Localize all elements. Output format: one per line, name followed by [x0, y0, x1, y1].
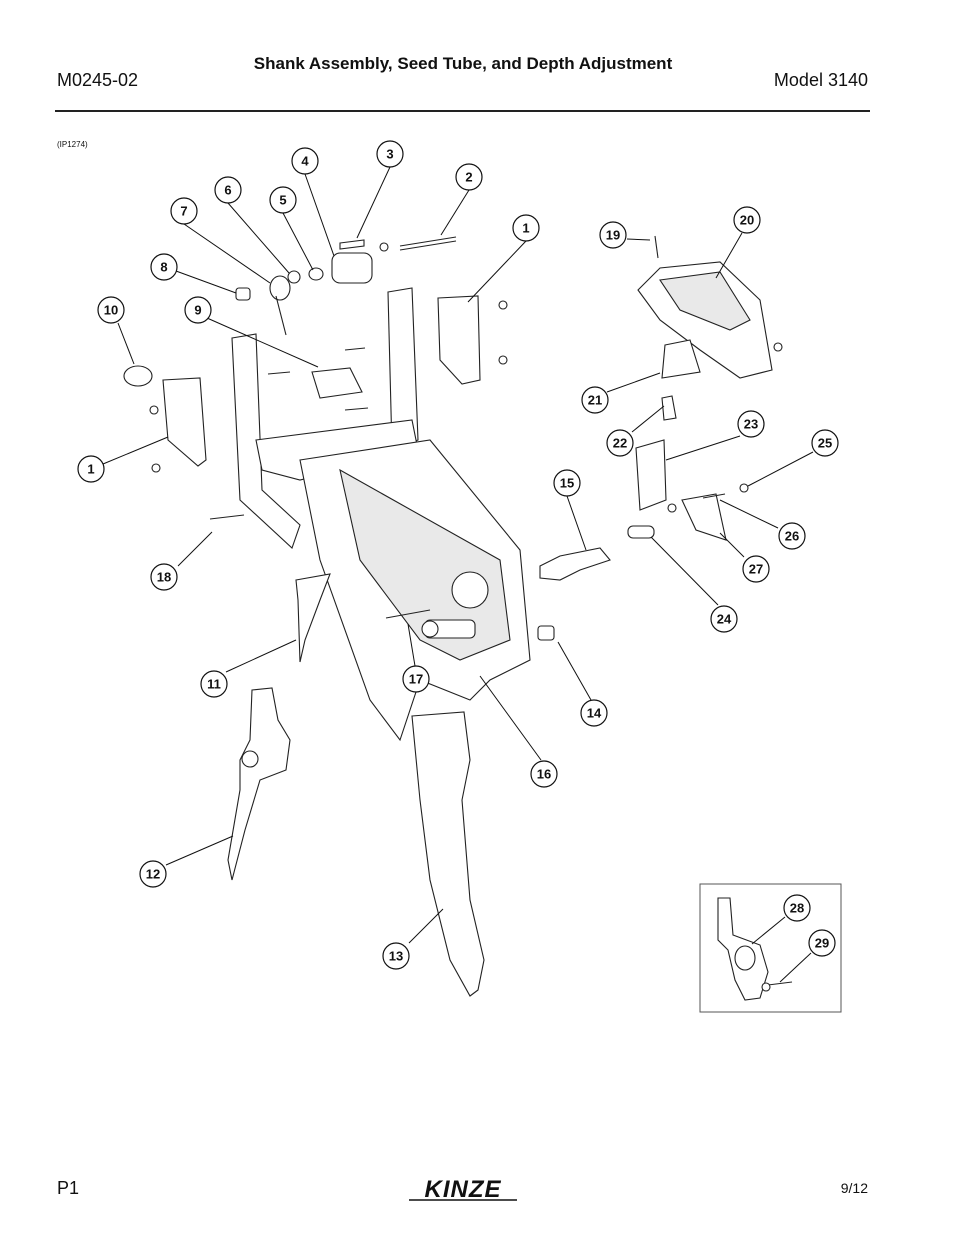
- svg-text:26: 26: [785, 529, 799, 544]
- callout-29: 29: [808, 929, 836, 957]
- model-label: Model 3140: [773, 70, 868, 90]
- svg-text:2: 2: [465, 170, 472, 185]
- callout-7: 7: [170, 197, 198, 225]
- svg-text:15: 15: [560, 476, 574, 491]
- svg-text:1: 1: [522, 221, 529, 236]
- svg-text:12: 12: [146, 867, 160, 882]
- svg-text:5: 5: [279, 193, 286, 208]
- svg-text:8: 8: [160, 260, 167, 275]
- svg-text:28: 28: [790, 901, 804, 916]
- callout-1b: 1: [77, 455, 105, 483]
- revision-date: 9/12: [840, 1180, 868, 1196]
- page-title: Shank Assembly, Seed Tube, and Depth Adj…: [253, 54, 673, 73]
- svg-text:7: 7: [180, 204, 187, 219]
- svg-text:6: 6: [224, 183, 231, 198]
- callout-25: 25: [811, 429, 839, 457]
- svg-text:29: 29: [815, 936, 829, 951]
- callout-15: 15: [553, 469, 581, 497]
- svg-text:20: 20: [740, 213, 754, 228]
- callout-27: 27: [742, 555, 770, 583]
- inset-detail: [699, 883, 842, 1013]
- callout-20: 20: [733, 206, 761, 234]
- svg-text:27: 27: [749, 562, 763, 577]
- svg-text:23: 23: [744, 417, 758, 432]
- callout-16: 16: [530, 760, 558, 788]
- kinze-logo: KINZE: [409, 1176, 517, 1202]
- callout-26: 26: [778, 522, 806, 550]
- hardware-top: [235, 236, 457, 411]
- callout-23: 23: [737, 410, 765, 438]
- svg-text:9: 9: [194, 303, 201, 318]
- side-plates: [123, 295, 508, 473]
- svg-text:11: 11: [207, 677, 221, 692]
- callout-1a: 1: [512, 214, 540, 242]
- callout-22: 22: [606, 429, 634, 457]
- callout-9: 9: [184, 296, 212, 324]
- callout-11: 11: [200, 670, 228, 698]
- page-number: P1: [57, 1178, 80, 1198]
- callout-5: 5: [269, 186, 297, 214]
- svg-text:24: 24: [717, 612, 732, 627]
- svg-text:4: 4: [301, 154, 309, 169]
- callout-19: 19: [599, 221, 627, 249]
- svg-text:18: 18: [157, 570, 171, 585]
- callout-13: 13: [382, 942, 410, 970]
- svg-text:19: 19: [606, 228, 620, 243]
- header-rule: [55, 110, 870, 112]
- callouts: 1 2 3 4 5 6 7 8 9 10 1 11 12 13 14 15 16…: [77, 140, 839, 970]
- svg-text:14: 14: [587, 706, 602, 721]
- callout-24: 24: [710, 605, 738, 633]
- svg-text:17: 17: [409, 672, 423, 687]
- svg-text:KINZE: KINZE: [425, 1176, 502, 1202]
- document-number: M0245-02: [57, 70, 139, 90]
- callout-8: 8: [150, 253, 178, 281]
- callout-14: 14: [580, 699, 608, 727]
- svg-text:1: 1: [87, 462, 94, 477]
- callout-21: 21: [581, 386, 609, 414]
- callout-28: 28: [783, 894, 811, 922]
- shank-frame: [231, 287, 531, 742]
- callout-18: 18: [150, 563, 178, 591]
- svg-text:10: 10: [104, 303, 118, 318]
- callout-4: 4: [291, 147, 319, 175]
- lower-parts: [209, 514, 485, 997]
- svg-text:16: 16: [537, 767, 551, 782]
- figure-id: (IP1274): [57, 140, 88, 149]
- callout-3: 3: [376, 140, 404, 168]
- svg-text:22: 22: [613, 436, 627, 451]
- callout-17: 17: [402, 665, 430, 693]
- callout-10: 10: [97, 296, 125, 324]
- leader-lines: [102, 166, 814, 983]
- depth-adjust-parts: [537, 235, 783, 641]
- callout-6: 6: [214, 176, 242, 204]
- callout-2: 2: [455, 163, 483, 191]
- svg-text:21: 21: [588, 393, 602, 408]
- callout-12: 12: [139, 860, 167, 888]
- svg-text:3: 3: [386, 147, 393, 162]
- svg-text:13: 13: [389, 949, 403, 964]
- svg-text:25: 25: [818, 436, 832, 451]
